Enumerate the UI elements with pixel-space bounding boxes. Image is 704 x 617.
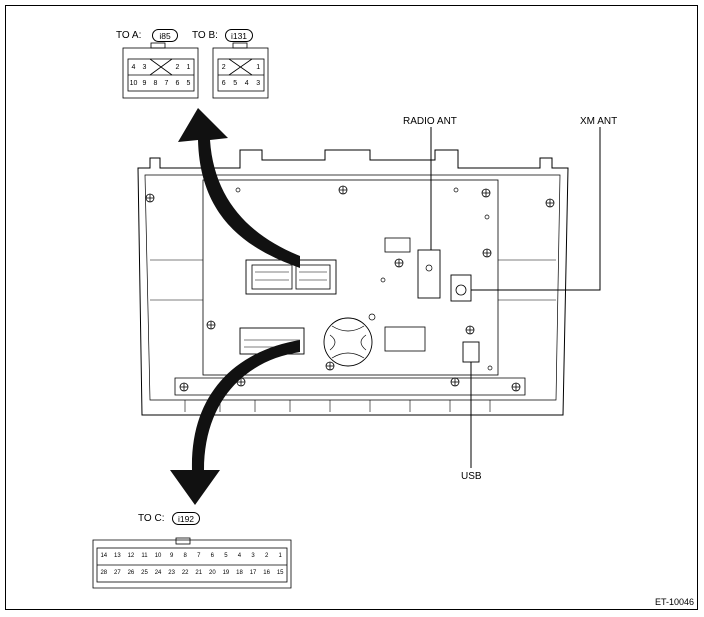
connector-b-pin: 2 (221, 64, 226, 71)
connector-c-pin: 2 (264, 553, 269, 559)
connector-c-pin: 23 (168, 570, 175, 576)
connector-c-pin: 12 (127, 553, 135, 559)
connector-a-pin: 4 (131, 64, 136, 71)
connector-c-pin: 9 (169, 553, 174, 559)
diagram-frame (5, 5, 698, 610)
connector-c-pin: 17 (249, 570, 257, 576)
connector-b-pin: 6 (221, 80, 226, 87)
connector-c-pin: 26 (127, 570, 135, 576)
connector-c-pin: 15 (276, 570, 284, 576)
connector-c-pin: 11 (141, 553, 148, 559)
connector-c-pin: 7 (197, 553, 201, 559)
connector-a-pin: 8 (153, 80, 158, 87)
connector-c-pin: 22 (181, 570, 189, 576)
connector-b-code: i131 (225, 29, 253, 42)
connector-c-pin: 27 (114, 570, 121, 576)
connector-b-pin: 3 (256, 80, 261, 87)
xm-ant-label: XM ANT (580, 116, 618, 127)
connector-c-pin: 19 (222, 570, 230, 576)
connector-c-pin: 13 (114, 553, 121, 559)
usb-label: USB (461, 471, 482, 482)
connector-c-pin: 10 (154, 553, 162, 559)
connector-c-pin: 8 (183, 553, 187, 559)
connector-c-pin: 25 (141, 570, 148, 576)
connector-b-pin: 1 (256, 64, 261, 71)
connector-c-pin: 4 (237, 553, 242, 559)
connector-c-pin: 20 (208, 570, 216, 576)
connector-a-code: i85 (152, 29, 178, 42)
connector-a-to-label: TO A: (116, 30, 142, 41)
connector-c-pin: 5 (224, 553, 228, 559)
connector-a-pin: 10 (129, 80, 138, 87)
radio-ant-label: RADIO ANT (403, 116, 457, 127)
connector-c-pin: 1 (278, 553, 282, 559)
connector-b-pin: 4 (244, 80, 249, 87)
figure-code: ET-10046 (654, 597, 694, 607)
connector-c-pin: 21 (195, 570, 203, 576)
connector-a-pin: 5 (186, 80, 191, 87)
connector-c-pin: 3 (251, 553, 255, 559)
connector-c-code: i192 (172, 512, 200, 525)
connector-a-pin: 7 (164, 80, 169, 87)
connector-a-pin: 1 (186, 64, 191, 71)
connector-c-pin: 6 (210, 553, 214, 559)
connector-a-pin: 9 (142, 80, 147, 87)
connector-c-pin: 14 (100, 553, 108, 559)
connector-c-to-label: TO C: (138, 513, 165, 524)
connector-a-pin: 2 (175, 64, 180, 71)
connector-b-pin: 5 (233, 80, 238, 87)
connector-c-pin: 16 (263, 570, 270, 576)
connector-c-pin: 18 (236, 570, 243, 576)
connector-b-to-label: TO B: (192, 30, 218, 41)
connector-a-pin: 6 (175, 80, 180, 87)
connector-c-pin: 24 (154, 570, 162, 576)
connector-a-pin: 3 (142, 64, 147, 71)
connector-c-pin: 28 (100, 570, 108, 576)
